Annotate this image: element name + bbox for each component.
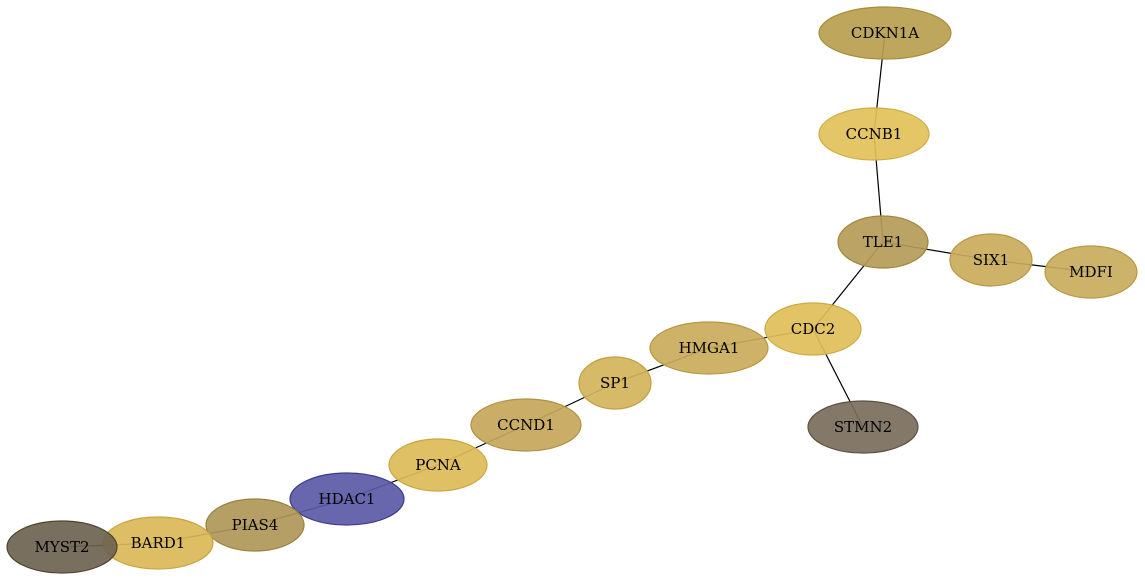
- node-ellipse: [205, 498, 305, 552]
- node-mdfi: MDFI: [1044, 245, 1138, 299]
- node-ellipse: [807, 400, 919, 454]
- node-ellipse: [388, 438, 488, 492]
- node-label: CDC2: [791, 320, 836, 338]
- node-hmga1: HMGA1: [649, 321, 769, 375]
- node-label: HDAC1: [319, 490, 376, 508]
- node-ccnb1: CCNB1: [818, 107, 930, 161]
- node-ellipse: [649, 321, 769, 375]
- node-pcna: PCNA: [388, 438, 488, 492]
- node-label: STMN2: [834, 418, 892, 436]
- node-label: HMGA1: [679, 339, 740, 357]
- node-cdc2: CDC2: [764, 302, 862, 356]
- node-hdac1: HDAC1: [289, 472, 405, 526]
- node-label: PIAS4: [232, 516, 279, 534]
- node-label: CDKN1A: [851, 24, 919, 42]
- node-label: PCNA: [415, 456, 461, 474]
- node-label: SP1: [600, 374, 630, 392]
- node-ellipse: [6, 520, 118, 574]
- node-ellipse: [470, 398, 582, 452]
- node-ellipse: [837, 215, 929, 269]
- node-bard1: BARD1: [102, 516, 214, 570]
- node-ellipse: [818, 107, 930, 161]
- node-label: MDFI: [1069, 263, 1113, 281]
- node-stmn2: STMN2: [807, 400, 919, 454]
- node-ellipse: [578, 356, 652, 410]
- node-six1: SIX1: [949, 233, 1033, 287]
- node-ellipse: [764, 302, 862, 356]
- node-ellipse: [818, 6, 952, 60]
- node-sp1: SP1: [578, 356, 652, 410]
- node-ccnd1: CCND1: [470, 398, 582, 452]
- edges-layer: [61, 32, 1092, 548]
- node-label: BARD1: [131, 534, 186, 552]
- node-myst2: MYST2: [6, 520, 118, 574]
- node-label: TLE1: [863, 233, 903, 251]
- node-cdkn1a: CDKN1A: [818, 6, 952, 60]
- node-label: CCND1: [497, 416, 555, 434]
- node-pias4: PIAS4: [205, 498, 305, 552]
- node-tle1: TLE1: [837, 215, 929, 269]
- node-ellipse: [1044, 245, 1138, 299]
- node-ellipse: [949, 233, 1033, 287]
- node-ellipse: [289, 472, 405, 526]
- node-label: MYST2: [34, 538, 89, 556]
- node-label: CCNB1: [846, 125, 903, 143]
- node-label: SIX1: [973, 251, 1009, 269]
